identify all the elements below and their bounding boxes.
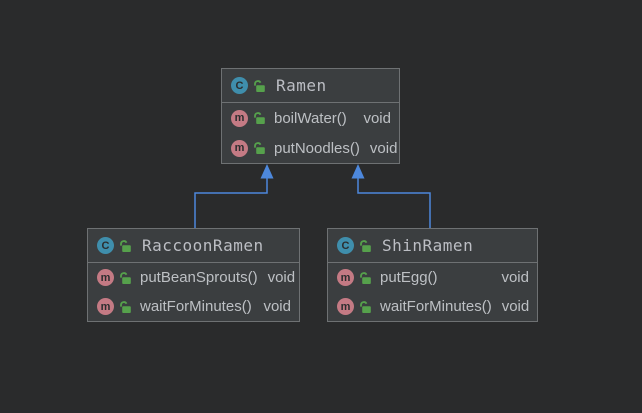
class-name: Ramen — [276, 76, 327, 95]
open-lock-icon — [120, 239, 131, 252]
method-return-type: void — [267, 269, 296, 286]
method-icon: m — [97, 269, 114, 286]
method-name: putEgg() — [380, 269, 438, 286]
open-lock-icon — [254, 142, 265, 154]
method-row[interactable]: m putBeanSprouts() void — [88, 263, 299, 292]
open-lock-icon — [360, 271, 371, 284]
class-name: ShinRamen — [382, 236, 474, 255]
class-icon: C — [337, 237, 354, 254]
class-name: RaccoonRamen — [142, 236, 264, 255]
open-lock-icon — [120, 271, 131, 284]
inheritance-arrowhead-right — [351, 164, 365, 179]
method-icon: m — [231, 109, 248, 127]
method-name: boilWater() — [274, 109, 347, 127]
inheritance-edge-raccoonramen — [194, 178, 268, 228]
method-return-type: void — [501, 269, 529, 286]
inheritance-edge-shinramen — [357, 178, 431, 228]
method-row[interactable]: m waitForMinutes() void — [88, 292, 299, 321]
class-icon: C — [97, 237, 114, 254]
inheritance-arrowhead-left — [260, 164, 274, 179]
open-lock-icon — [360, 300, 371, 313]
method-return-type: void — [501, 298, 530, 315]
class-node-raccoonramen[interactable]: C RaccoonRamen m putBeanSprouts() void m… — [87, 228, 300, 322]
class-node-shinramen[interactable]: C ShinRamen m putEgg() void m waitForMin… — [327, 228, 538, 322]
open-lock-icon — [254, 79, 265, 92]
method-icon: m — [97, 298, 114, 315]
method-row[interactable]: m putEgg() void — [328, 263, 537, 292]
method-return-type: void — [263, 298, 291, 315]
method-icon: m — [337, 298, 354, 315]
open-lock-icon — [360, 239, 371, 252]
method-icon: m — [231, 139, 248, 157]
method-name: waitForMinutes() — [380, 298, 492, 315]
method-return-type: void — [363, 109, 391, 127]
method-name: waitForMinutes() — [140, 298, 252, 315]
class-icon: C — [231, 77, 248, 94]
class-node-ramen[interactable]: C Ramen m boilWater() void m putNoodles(… — [221, 68, 400, 164]
method-icon: m — [337, 269, 354, 286]
method-name: putBeanSprouts() — [140, 269, 258, 286]
open-lock-icon — [120, 300, 131, 313]
method-row[interactable]: m boilWater() void — [222, 103, 399, 133]
method-row[interactable]: m waitForMinutes() void — [328, 292, 537, 321]
method-row[interactable]: m putNoodles() void — [222, 133, 399, 163]
method-return-type: void — [369, 139, 398, 157]
class-header-shinramen[interactable]: C ShinRamen — [328, 229, 537, 263]
class-header-ramen[interactable]: C Ramen — [222, 69, 399, 103]
open-lock-icon — [254, 112, 265, 124]
class-header-raccoonramen[interactable]: C RaccoonRamen — [88, 229, 299, 263]
method-name: putNoodles() — [274, 139, 360, 157]
